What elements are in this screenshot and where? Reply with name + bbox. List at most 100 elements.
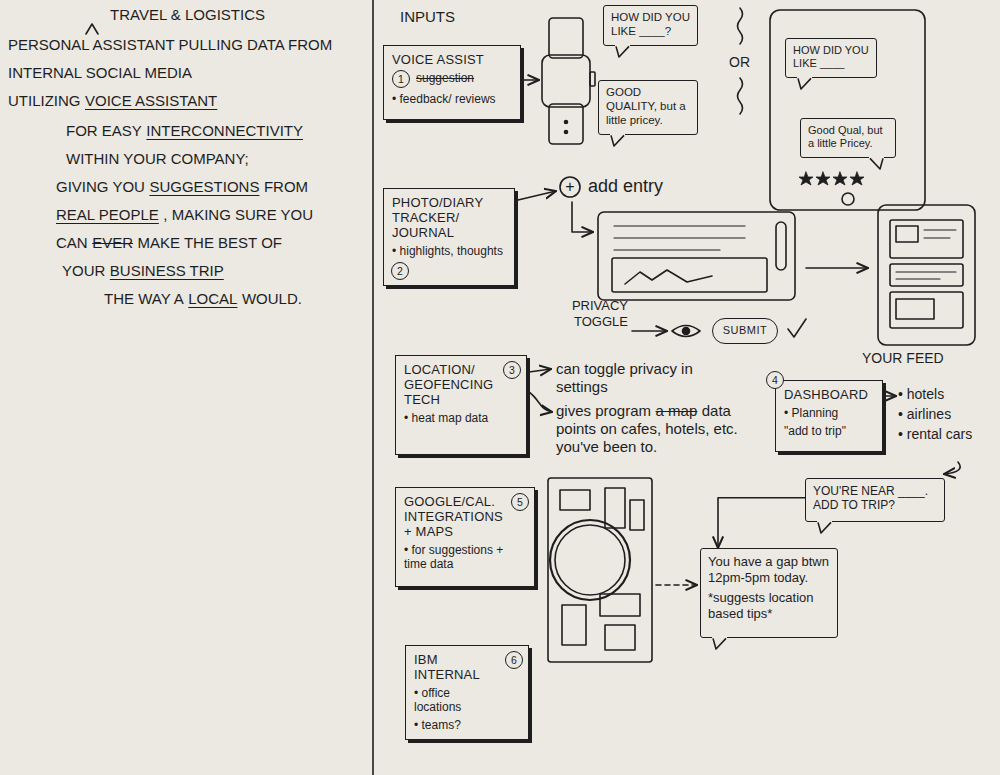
box-bullet: • office locations xyxy=(414,686,500,714)
note-line: UTILIZINGVOICE ASSISTANT xyxy=(8,92,217,110)
phone-sketch xyxy=(833,172,847,185)
bubble-tail xyxy=(867,156,885,170)
note-text: TRAVEL & LOGISTICS xyxy=(110,6,265,23)
arrow-line xyxy=(632,330,667,332)
note-line: GIVING YOUSUGGESTIONSFROM xyxy=(56,178,308,196)
map-sketch xyxy=(555,525,625,595)
phone-sketch xyxy=(799,172,813,185)
eye-icon xyxy=(683,328,690,335)
box-heading: GOOGLE/CAL. INTEGRATIONS + MAPS xyxy=(404,494,506,539)
entry-screen-sketch xyxy=(625,270,712,284)
feed-phone-sketch xyxy=(896,226,918,242)
note-text: UTILIZING xyxy=(8,92,81,109)
watch-sketch xyxy=(542,55,590,107)
note-text: INTERNAL SOCIAL MEDIA xyxy=(8,64,192,81)
bubble-tail xyxy=(615,44,630,57)
map-sketch xyxy=(630,500,644,530)
dashed-arrow xyxy=(656,584,697,586)
arrow-line xyxy=(529,369,551,372)
note-line: INTERNAL SOCIAL MEDIA xyxy=(8,64,192,82)
box-heading: LOCATION/ GEOFENCING TECH xyxy=(404,362,498,407)
bubble-tail xyxy=(609,133,627,147)
note-text: , MAKING SURE YOU xyxy=(163,206,313,223)
phone-sketch xyxy=(816,172,830,185)
box-bullet: "add to trip" xyxy=(784,424,874,438)
map-sketch xyxy=(605,625,635,650)
bubble-text: YOU'RE NEAR ____. ADD TO TRIP? xyxy=(813,484,937,513)
input-box: LOCATION/ GEOFENCING TECH • heat map data… xyxy=(395,355,527,455)
check-mark xyxy=(788,319,806,337)
phone-sketch xyxy=(842,193,854,205)
arrow-line xyxy=(529,392,552,412)
note-text: • airlines xyxy=(898,406,951,422)
note-line: gives programa mapdata points on cafes, … xyxy=(556,402,768,456)
map-sketch xyxy=(562,605,586,645)
box-heading: VOICE ASSIST xyxy=(392,52,512,67)
bubble-tail xyxy=(796,76,814,90)
note-text: CAN xyxy=(56,234,88,251)
note-line: REAL PEOPLE, MAKING SURE YOU xyxy=(56,206,313,224)
bubble-tail xyxy=(817,520,832,533)
feed-phone-sketch xyxy=(896,299,934,319)
box-bullet: • for suggestions + time data xyxy=(404,543,506,571)
arrow-line xyxy=(944,462,960,474)
feed-phone-sketch xyxy=(878,205,975,345)
callout-number: 3 xyxy=(503,361,521,379)
note-text: EVER xyxy=(92,234,133,251)
box-heading: IBM INTERNAL xyxy=(414,652,500,682)
note-text: REAL PEOPLE xyxy=(56,206,159,223)
speech-bubble: You have a gap btwn 12pm-5pm today.*sugg… xyxy=(700,548,838,638)
box-heading: DASHBOARD xyxy=(784,387,874,402)
input-box: VOICE ASSIST1suggestion• feedback/ revie… xyxy=(383,45,521,120)
note-line: INPUTS xyxy=(400,8,455,26)
entry-screen-sketch xyxy=(612,258,767,292)
speech-bubble: HOW DID YOU LIKE ____? xyxy=(603,5,698,46)
phone-sketch xyxy=(770,10,925,210)
map-sketch xyxy=(548,478,652,662)
note-text: OR xyxy=(729,54,750,70)
map-sketch xyxy=(605,488,625,528)
entry-screen-sketch xyxy=(598,212,795,300)
feed-phone-sketch xyxy=(890,220,963,258)
note-text: • rental cars xyxy=(898,426,972,442)
bubble-tail xyxy=(616,46,629,57)
note-text: YOUR xyxy=(62,262,105,279)
bubble-text: Good Qual, but a little Pricey. xyxy=(808,124,888,150)
insert-caret xyxy=(86,24,98,34)
note-text: FOR EASY xyxy=(66,122,142,139)
map-sketch xyxy=(560,490,590,510)
dashboard-box: DASHBOARD• Planning"add to trip"4 xyxy=(775,380,883,452)
note-line: YOUR FEED xyxy=(862,350,944,367)
feed-phone-sketch xyxy=(924,230,956,238)
note-text: gives program xyxy=(556,402,651,419)
squiggle-bracket xyxy=(738,78,743,114)
note-line: WITHIN YOUR COMPANY; xyxy=(66,150,249,168)
eye-icon xyxy=(672,326,700,337)
bubble-tail xyxy=(614,44,632,58)
note-line: PRIVACY TOGGLE xyxy=(548,298,628,329)
bubble-tail xyxy=(797,76,812,89)
box-bullet: • Planning xyxy=(784,406,874,420)
bubble-tail xyxy=(818,522,831,533)
bubble-tail xyxy=(869,156,884,169)
note-line: OR xyxy=(729,54,750,71)
watch-sketch xyxy=(565,121,568,124)
callout-number: 2 xyxy=(391,262,409,280)
box-bullet: • heat map data xyxy=(404,411,498,425)
speech-bubble: YOU'RE NEAR ____. ADD TO TRIP? xyxy=(805,478,945,522)
box-heading: PHOTO/DIARY TRACKER/ JOURNAL xyxy=(392,195,506,240)
phone-sketch xyxy=(770,10,925,210)
add-circle xyxy=(560,177,580,197)
feed-phone-sketch xyxy=(896,272,956,279)
entry-screen-sketch xyxy=(614,226,745,250)
note-text: PRIVACY TOGGLE xyxy=(572,298,628,329)
box-bullet: • feedback/ reviews xyxy=(392,92,512,106)
phone-sketch xyxy=(850,172,864,185)
bubble-tail xyxy=(870,158,883,169)
note-text: GIVING YOU xyxy=(56,178,145,195)
note-line: CANEVERMAKE THE BEST OF xyxy=(56,234,282,252)
note-line: PERSONAL ASSISTANT PULLING DATA FROM xyxy=(8,36,332,54)
bubble-text: HOW DID YOU LIKE ____ xyxy=(793,44,869,70)
phone-sketch xyxy=(799,172,864,185)
map-sketch xyxy=(548,478,652,662)
